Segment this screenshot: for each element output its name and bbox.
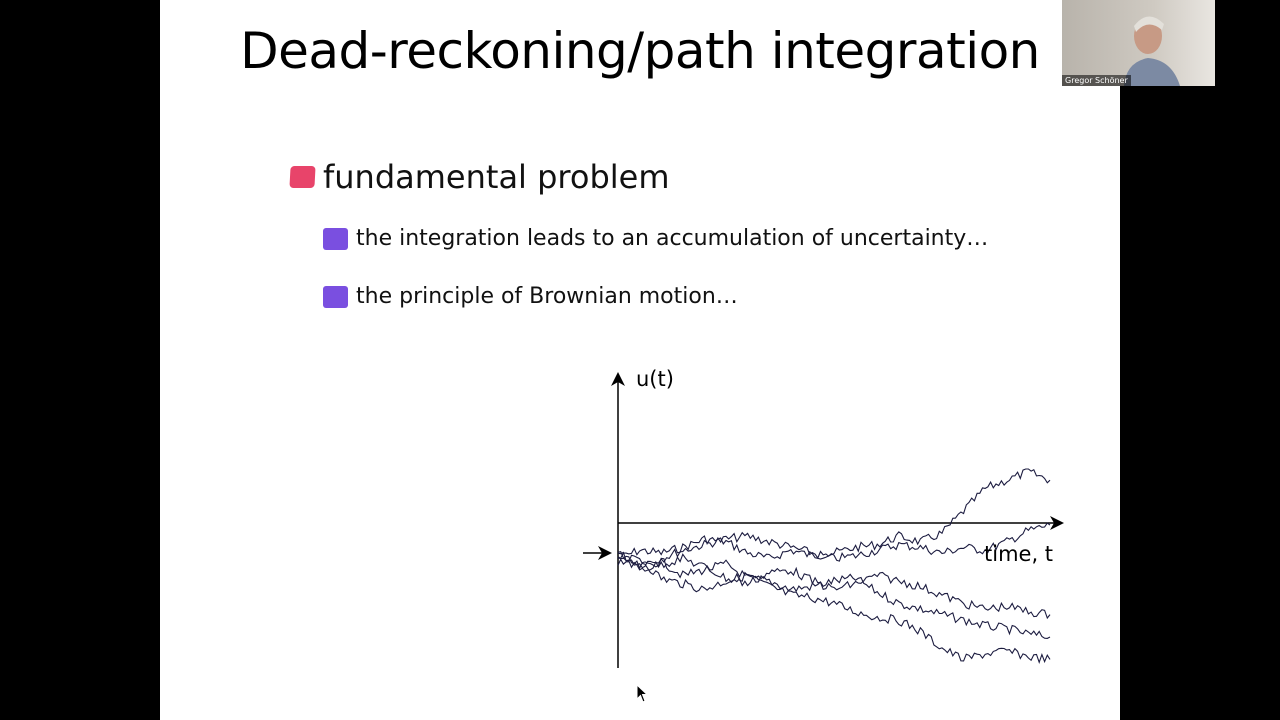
- sub-bullet-text: the integration leads to an accumulation…: [356, 226, 989, 251]
- brownian-path-3: [617, 555, 1051, 639]
- brownian-path-2: [617, 522, 1051, 569]
- sub-bullet: the principle of Brownian motion…: [323, 284, 738, 309]
- participant-video-icon: [1124, 16, 1180, 86]
- sub-bullet: the integration leads to an accumulation…: [323, 226, 988, 251]
- bullet-level1: fundamental problem: [289, 158, 670, 196]
- sub-bullet-text: the principle of Brownian motion…: [356, 284, 738, 309]
- participant-name: Gregor Schöner: [1062, 75, 1131, 86]
- x-axis-label: time, t: [984, 542, 1053, 566]
- slide: Dead-reckoning/path integration fundamen…: [160, 0, 1120, 720]
- brownian-path-1: [617, 468, 1051, 560]
- brownian-path-5: [617, 550, 1051, 620]
- slide-title: Dead-reckoning/path integration: [240, 22, 1040, 80]
- bullet-square-icon: [323, 285, 348, 308]
- y-axis-arrow-icon: [611, 372, 625, 386]
- brownian-path-4: [617, 554, 1051, 664]
- y-axis-label: u(t): [636, 367, 674, 391]
- x-axis-arrow-icon: [1050, 516, 1064, 530]
- mouse-cursor-icon: [636, 684, 649, 703]
- start-arrow-icon: [598, 546, 612, 560]
- webcam-video: Gregor Schöner: [1062, 0, 1215, 86]
- bullet-text: fundamental problem: [323, 158, 670, 196]
- bullet-square-icon: [323, 227, 348, 250]
